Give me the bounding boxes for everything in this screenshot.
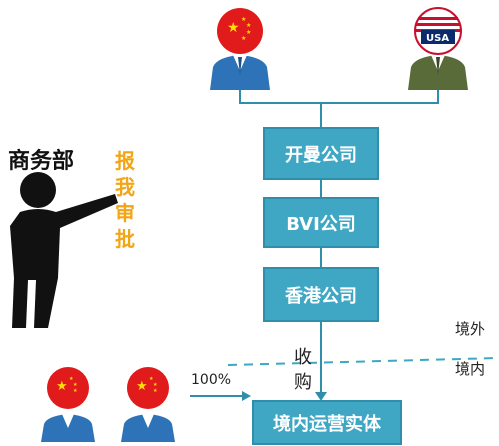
svg-text:★: ★	[69, 376, 74, 382]
chinese-owner-top: ★ ★ ★ ★ ★	[205, 5, 275, 90]
svg-text:★: ★	[73, 382, 78, 388]
chinese-owner-bottom-right: ★ ★ ★ ★	[117, 362, 179, 442]
usa-badge-text: USA	[426, 33, 449, 44]
svg-text:★: ★	[73, 388, 78, 394]
svg-text:★: ★	[241, 35, 246, 42]
svg-text:★: ★	[241, 16, 246, 23]
overseas-label: 境外	[455, 320, 486, 338]
svg-text:★: ★	[246, 22, 251, 29]
ministry-person-icon	[0, 168, 125, 328]
acquire-label-1: 收	[294, 347, 312, 368]
svg-text:★: ★	[227, 20, 240, 36]
svg-text:★: ★	[149, 376, 154, 382]
approval-label: 报 我 审 批	[115, 149, 135, 251]
domestic-entity-box: 境内运营实体	[252, 400, 402, 445]
bvi-company-box: BVI公司	[263, 197, 379, 248]
chinese-owner-bottom-left: ★ ★ ★ ★	[37, 362, 99, 442]
svg-text:★: ★	[246, 29, 251, 36]
domestic-label: 境内	[455, 360, 486, 378]
svg-text:★: ★	[56, 379, 68, 394]
percent-label: 100%	[191, 372, 232, 388]
hongkong-company-box: 香港公司	[263, 267, 379, 322]
us-owner-top: USA	[403, 5, 473, 90]
kaiman-company-box: 开曼公司	[263, 127, 379, 180]
svg-text:★: ★	[153, 382, 158, 388]
svg-text:★: ★	[136, 379, 148, 394]
svg-text:★: ★	[153, 388, 158, 394]
ministry-title: 商务部	[8, 149, 75, 174]
acquire-label-2: 购	[294, 372, 312, 393]
